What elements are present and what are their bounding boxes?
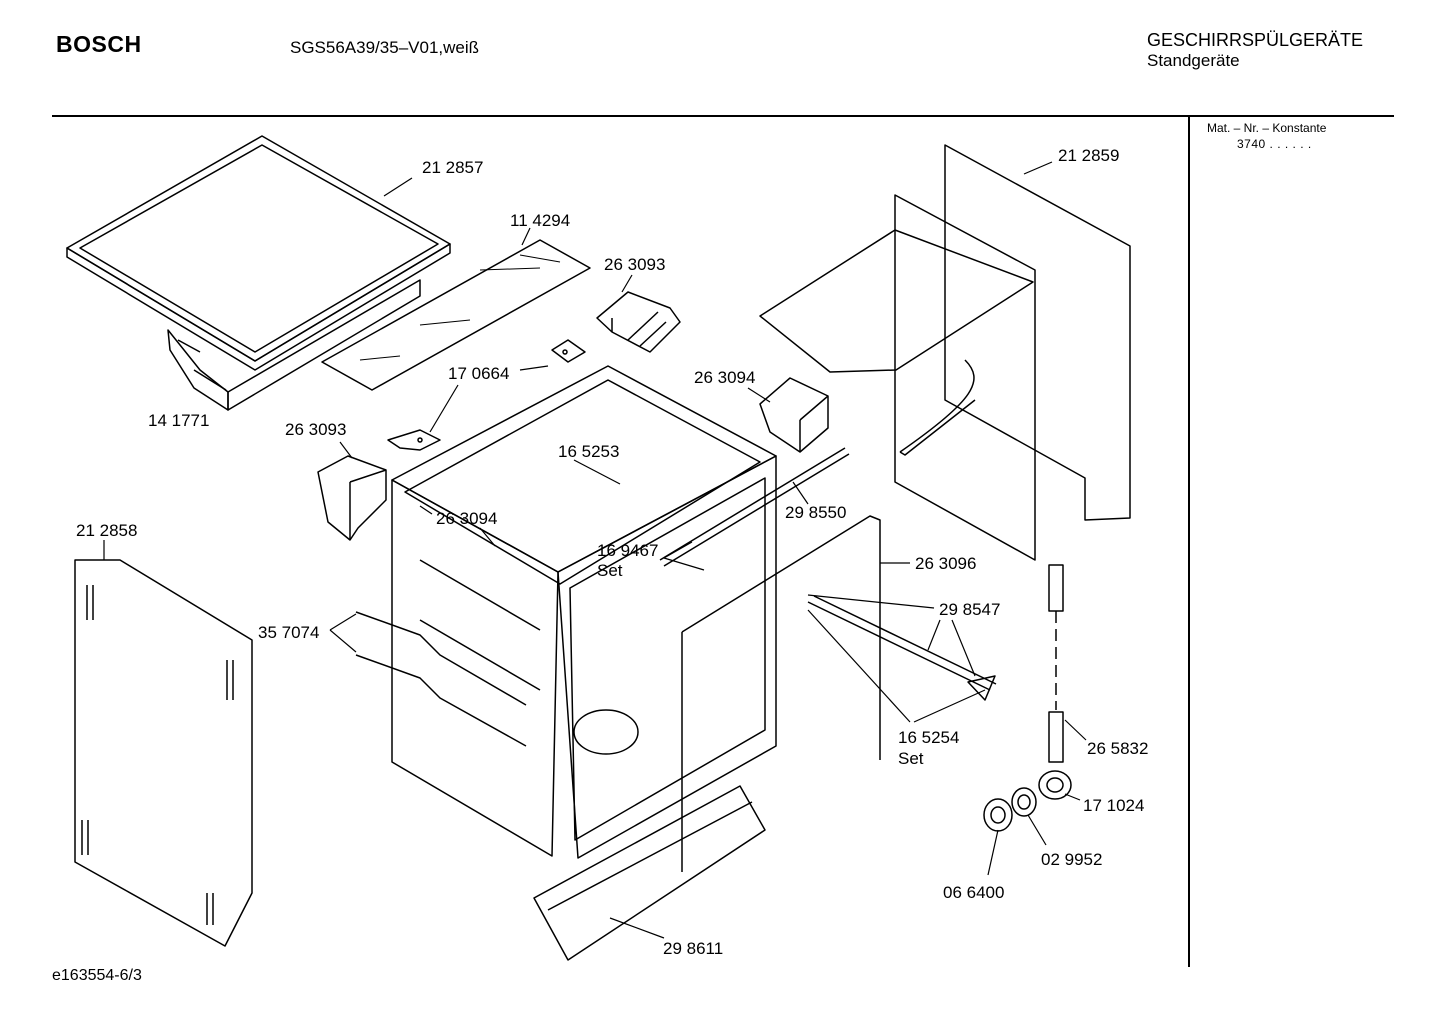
part-label-169467-set: Set	[597, 561, 623, 580]
header-divider	[52, 115, 1394, 117]
side-panel-left	[74, 559, 253, 947]
document-code: e163554-6/3	[52, 967, 142, 984]
bracket-170664	[387, 339, 586, 451]
part-label-263093: 26 3093	[604, 255, 665, 274]
part-label-263093: 26 3093	[285, 420, 346, 439]
seal-298550	[659, 447, 850, 567]
part-label-298550: 29 8550	[785, 503, 846, 522]
side-panel-divider	[1188, 115, 1190, 967]
part-label-114294: 11 4294	[510, 211, 570, 230]
part-label-165254-set: Set	[898, 749, 924, 768]
clip-263093-left	[317, 455, 387, 541]
elbow-171024	[1038, 770, 1072, 800]
part-label-165253: 16 5253	[558, 442, 619, 461]
part-label-165254: 16 5254	[898, 728, 959, 747]
insulation-film-part	[321, 239, 591, 391]
category-subtitle: Standgeräte	[1147, 51, 1240, 70]
part-label-212857: 21 2857	[422, 158, 483, 177]
rail-357074	[355, 611, 527, 747]
clip-263094-right	[759, 377, 829, 453]
part-label-212859: 21 2859	[1058, 146, 1119, 165]
plinth-298611	[533, 785, 766, 961]
tub-body	[391, 365, 777, 859]
gasket-066400	[983, 798, 1013, 832]
brand-logo-text: BOSCH	[56, 31, 142, 57]
part-label-265832: 26 5832	[1087, 739, 1148, 758]
mat-number-value: 3740 . . . . . .	[1237, 137, 1312, 151]
part-label-263094: 26 3094	[694, 368, 755, 387]
part-label-171024: 17 1024	[1083, 796, 1144, 815]
part-label-263094: 26 3094	[436, 509, 497, 528]
part-label-029952: 02 9952	[1041, 850, 1102, 869]
clip-263093-top	[596, 291, 681, 353]
worktop-part	[66, 135, 451, 411]
part-label-066400: 06 6400	[943, 883, 1004, 902]
nut-029952	[1011, 787, 1037, 817]
part-label-263096: 26 3096	[915, 554, 976, 573]
category-title: GESCHIRRSPÜLGERÄTE	[1147, 30, 1364, 50]
door-seal-263096	[681, 515, 881, 872]
side-panel-right	[759, 144, 1131, 561]
leader-lines	[103, 161, 1087, 939]
bar-298547	[807, 595, 997, 701]
model-number: SGS56A39/35–V01,weiß	[290, 38, 480, 57]
hose-connector-265832	[1048, 564, 1064, 763]
part-label-169467: 16 9467	[597, 541, 658, 560]
part-label-298547: 29 8547	[939, 600, 1000, 619]
part-label-298611: 29 8611	[663, 939, 723, 958]
part-label-212858: 21 2858	[76, 521, 137, 540]
part-label-170664: 17 0664	[448, 364, 509, 383]
mat-number-label: Mat. – Nr. – Konstante	[1207, 121, 1327, 135]
part-label-141771: 14 1771	[148, 411, 209, 430]
part-labels: 21 2857 11 4294 26 3093 21 2859 17 0664 …	[76, 146, 1148, 958]
part-label-357074: 35 7074	[258, 623, 319, 642]
